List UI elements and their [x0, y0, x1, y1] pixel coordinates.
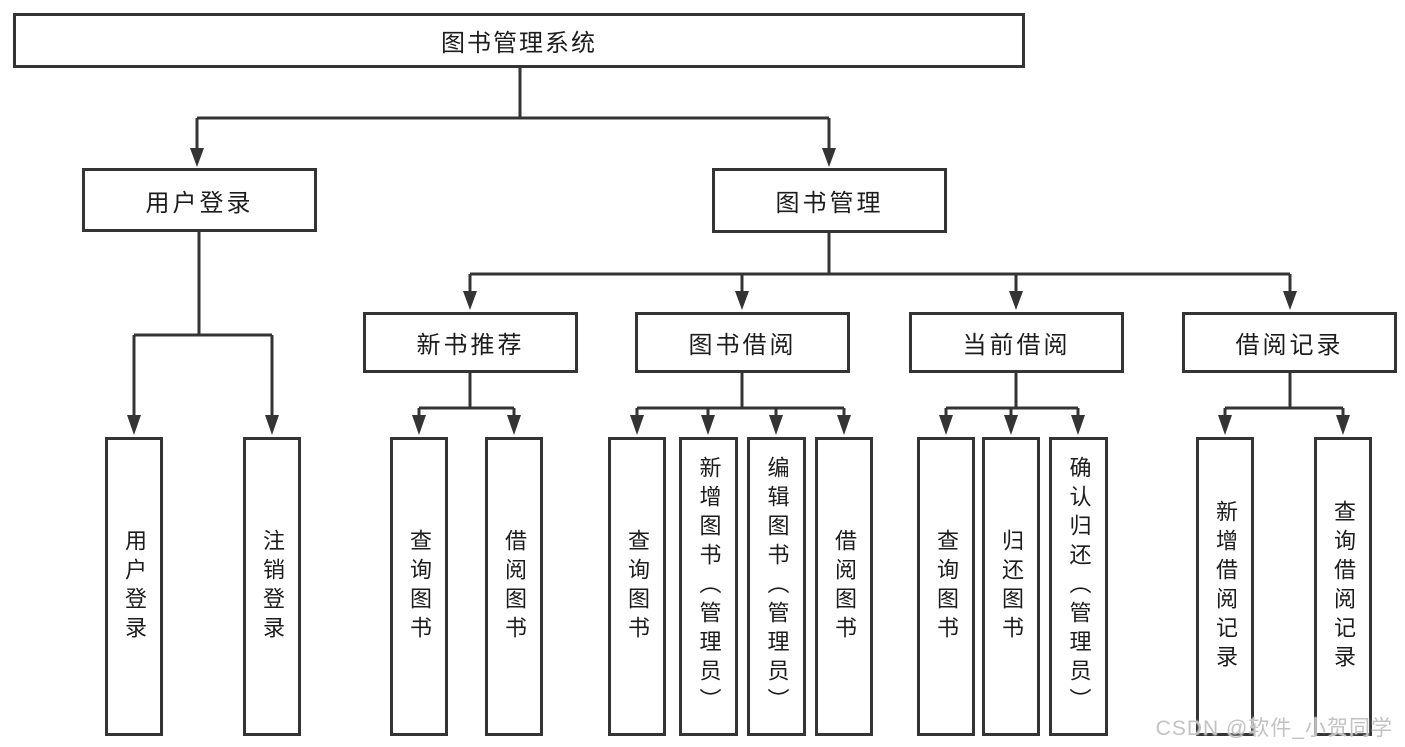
leaf-label: 编辑图书（管理员）: [764, 456, 790, 717]
node-book-management: 图书管理: [712, 168, 947, 233]
leaf-label: 借阅图书: [502, 528, 527, 645]
connector-current-borrow-to-leaves: [939, 373, 1085, 435]
leaf-user-login: 用户登录: [105, 437, 163, 736]
leaf-label: 归还图书: [999, 528, 1024, 645]
connector-user-login-to-leaves: [127, 232, 279, 435]
connector-book-borrow-to-leaves: [630, 373, 851, 435]
node-root-library-system: 图书管理系统: [13, 13, 1025, 68]
leaf-edit-books-admin: 编辑图书（管理员）: [747, 437, 806, 736]
leaf-return-books: 归还图书: [982, 437, 1040, 736]
connector-root-to-level2: [190, 68, 836, 167]
connector-borrow-records-to-leaves: [1218, 373, 1350, 435]
node-current-borrow-label: 当前借阅: [962, 332, 1071, 359]
node-root-label: 图书管理系统: [441, 30, 597, 57]
node-new-books: 新书推荐: [363, 312, 578, 373]
node-book-borrow: 图书借阅: [635, 312, 850, 373]
leaf-label: 新增借阅记录: [1213, 499, 1238, 674]
leaf-query-books-3: 查询图书: [917, 437, 975, 736]
leaf-add-borrow-record: 新增借阅记录: [1196, 437, 1254, 736]
leaf-label: 借阅图书: [832, 528, 857, 645]
leaf-label: 查询借阅记录: [1331, 499, 1356, 674]
node-user-login-label: 用户登录: [145, 189, 254, 217]
leaf-query-books-1: 查询图书: [390, 437, 448, 736]
leaf-borrow-books-1: 借阅图书: [485, 437, 543, 736]
leaf-query-books-2: 查询图书: [608, 437, 666, 736]
leaf-label: 用户登录: [122, 528, 147, 645]
connector-new-books-to-leaves: [412, 373, 521, 435]
leaf-borrow-books-2: 借阅图书: [815, 437, 873, 736]
leaf-label: 查询图书: [407, 528, 432, 645]
node-borrow-records-label: 借阅记录: [1235, 332, 1344, 359]
leaf-add-books-admin: 新增图书（管理员）: [679, 437, 738, 736]
node-book-borrow-label: 图书借阅: [688, 332, 797, 359]
leaf-confirm-return-admin: 确认归还（管理员）: [1049, 437, 1108, 736]
leaf-logout: 注销登录: [243, 437, 301, 736]
node-new-books-label: 新书推荐: [416, 332, 525, 359]
csdn-watermark: CSDN @软件_小贺同学: [1155, 717, 1393, 740]
node-borrow-records: 借阅记录: [1182, 312, 1397, 373]
node-current-borrow: 当前借阅: [909, 312, 1124, 373]
leaf-label: 注销登录: [260, 528, 285, 645]
node-user-login: 用户登录: [82, 168, 317, 232]
leaf-label: 新增图书（管理员）: [696, 456, 722, 717]
leaf-label: 确认归还（管理员）: [1066, 456, 1092, 717]
connector-book-management-to-sections: [463, 233, 1297, 310]
leaf-label: 查询图书: [934, 528, 959, 645]
leaf-label: 查询图书: [625, 528, 650, 645]
leaf-query-borrow-record: 查询借阅记录: [1314, 437, 1372, 736]
node-book-management-label: 图书管理: [775, 190, 884, 217]
